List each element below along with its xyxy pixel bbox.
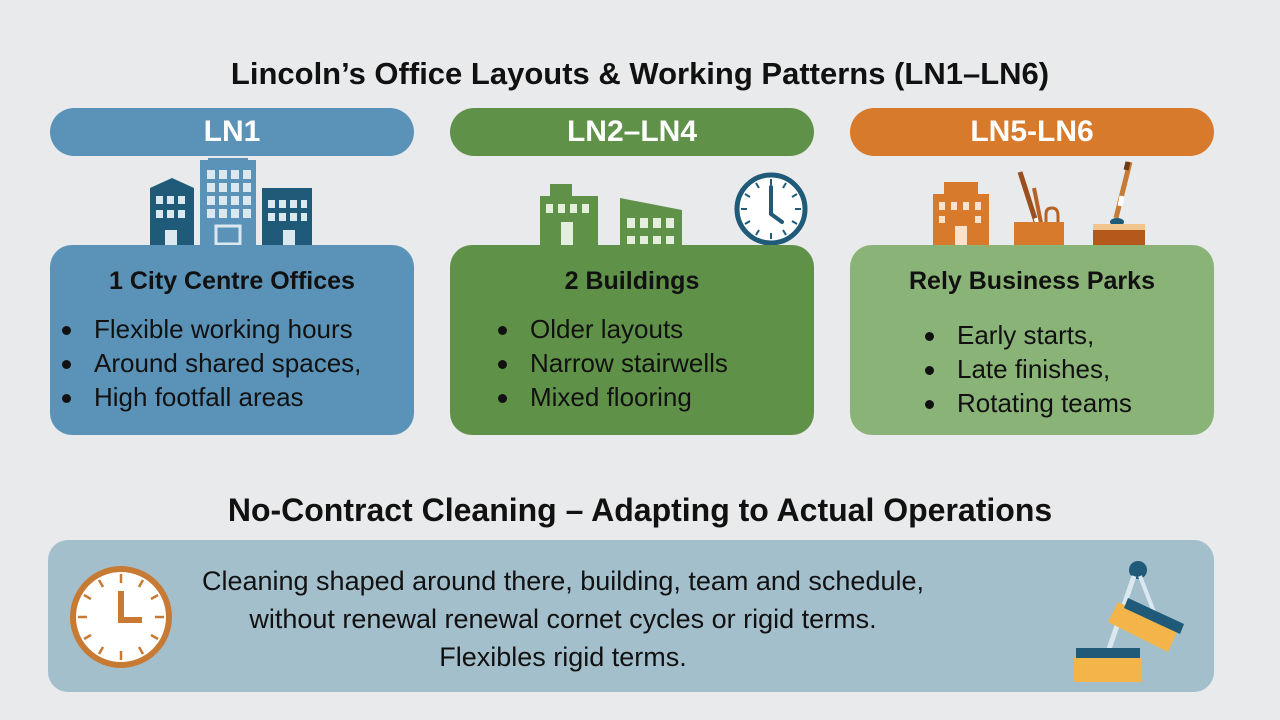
bullet-list: Flexible working hours Around shared spa… <box>50 312 414 414</box>
info-banner: Cleaning shaped around there, building, … <box>48 540 1214 692</box>
group-label: LN2–LN4 <box>566 115 698 148</box>
bullet-item: Flexible working hours <box>62 312 414 346</box>
section-title: No-Contract Cleaning – Adapting to Actua… <box>227 492 1053 528</box>
bullet-list: Early starts, Late finishes, Rotating te… <box>850 318 1214 420</box>
buildings-icon <box>538 158 688 248</box>
bullet-item: Mixed flooring <box>498 380 814 414</box>
bullet-item: High footfall areas <box>62 380 414 414</box>
broom-icon <box>1090 158 1148 248</box>
bullet-item: Rotating teams <box>925 386 1214 420</box>
bullet-item: Narrow stairwells <box>498 346 814 380</box>
banner-line: without renewal renewal cornet cycles or… <box>249 604 877 634</box>
page-title: Lincoln’s Office Layouts & Working Patte… <box>230 56 1050 91</box>
banner-text: Cleaning shaped around there, building, … <box>188 562 938 676</box>
clock-icon <box>732 170 810 248</box>
bullet-item: Early starts, <box>925 318 1214 352</box>
group-label: LN5-LN6 <box>970 115 1094 148</box>
bullet-item: Older layouts <box>498 312 814 346</box>
cleaning-tools-bucket-icon <box>1012 158 1068 248</box>
group-pill-ln1: LN1 <box>50 108 414 156</box>
group-card-ln5-ln6: Rely Business Parks Early starts, Late f… <box>850 245 1214 435</box>
bullet-item: Around shared spaces, <box>62 346 414 380</box>
card-title: Rely Business Parks <box>909 267 1155 295</box>
group-card-ln2-ln4: 2 Buildings Older layouts Narrow stairwe… <box>450 245 814 435</box>
group-pill-ln5-ln6: LN5-LN6 <box>850 108 1214 156</box>
group-pill-ln2-ln4: LN2–LN4 <box>450 108 814 156</box>
group-label: LN1 <box>203 115 261 148</box>
broom-icon <box>1068 552 1188 682</box>
clock-icon <box>68 564 174 670</box>
banner-line: Flexibles rigid terms. <box>439 642 687 672</box>
city-buildings-icon <box>150 158 320 248</box>
card-title: 2 Buildings <box>564 267 700 295</box>
bullet-list: Older layouts Narrow stairwells Mixed fl… <box>450 312 814 414</box>
banner-line: Cleaning shaped around there, building, … <box>201 566 924 596</box>
group-card-ln1: 1 City Centre Offices Flexible working h… <box>50 245 414 435</box>
bullet-item: Late finishes, <box>925 352 1214 386</box>
building-icon <box>932 158 992 248</box>
card-title: 1 City Centre Offices <box>109 267 355 295</box>
